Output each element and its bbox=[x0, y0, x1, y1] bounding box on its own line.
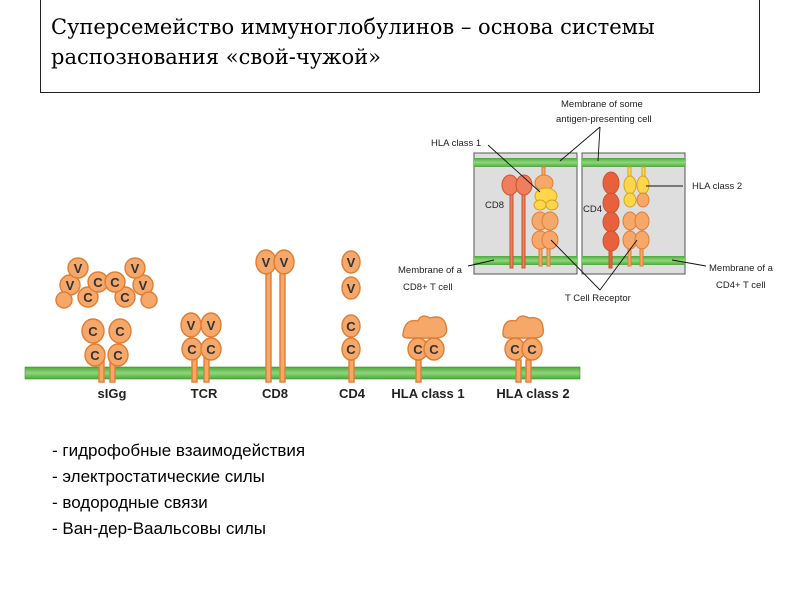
title-line-1: Суперсемейство иммуноглобулинов – основа… bbox=[51, 15, 655, 39]
sigg-c-label: C bbox=[90, 348, 100, 363]
cd8-molecule: V V bbox=[255, 249, 295, 383]
inset-membrane-apc-line1: Membrane of some bbox=[561, 99, 643, 110]
sigg-c-label: C bbox=[120, 290, 130, 305]
force-item: - гидрофобные взаимодействия bbox=[52, 441, 306, 460]
inset-membrane-cd8-line1: Membrane of a bbox=[398, 265, 463, 276]
tcr-label: TCR bbox=[191, 386, 218, 401]
cd4-label: CD4 bbox=[339, 386, 366, 401]
hla1-c-label: C bbox=[413, 342, 423, 357]
sigg-c-label: C bbox=[83, 290, 93, 305]
hla2-c-label: C bbox=[510, 342, 520, 357]
main-membrane bbox=[24, 366, 581, 380]
tcr-v-label: V bbox=[187, 318, 196, 333]
cd8-v-label: V bbox=[280, 255, 289, 270]
cd4-c-label: C bbox=[346, 342, 356, 357]
force-item: - электростатические силы bbox=[52, 467, 265, 486]
force-item: - Ван-дер-Ваальсовы силы bbox=[52, 519, 266, 538]
tcr-c-label: C bbox=[187, 342, 197, 357]
sigg-label: sIGg bbox=[98, 386, 127, 401]
inset-hla-class-2-label: HLA class 2 bbox=[692, 181, 742, 192]
cd4-molecule: C C V V bbox=[341, 250, 361, 383]
cd4-v-label: V bbox=[347, 281, 356, 296]
hla-class-2-molecule: C C bbox=[502, 315, 544, 383]
sigg-c-label: C bbox=[115, 324, 125, 339]
sigg-c-label: C bbox=[93, 275, 103, 290]
cd8-v-label: V bbox=[262, 255, 271, 270]
inset-hla-class-1-label: HLA class 1 bbox=[431, 138, 481, 149]
sigg-molecule: C C C C V C V C V C V C bbox=[55, 257, 158, 383]
title-box: Суперсемейство иммуноглобулинов – основа… bbox=[40, 0, 760, 93]
sigg-v-label: V bbox=[139, 278, 148, 293]
hla-class-1-label: HLA class 1 bbox=[391, 386, 464, 401]
sigg-v-label: V bbox=[66, 278, 75, 293]
sigg-c-label: C bbox=[113, 348, 123, 363]
title-line-2: распознования «свой-чужой» bbox=[51, 45, 381, 69]
inset-membrane-apc-line2: antigen-presenting cell bbox=[556, 114, 652, 125]
inset-diagram: Membrane of some antigen-presenting cell… bbox=[398, 99, 774, 304]
binding-forces-list: - гидрофобные взаимодействия - электрост… bbox=[52, 438, 305, 542]
inset-membrane-cd8-line2: CD8+ T cell bbox=[403, 282, 453, 293]
cd4-v-label: V bbox=[347, 255, 356, 270]
hla2-c-label: C bbox=[527, 342, 537, 357]
inset-tcell-receptor-label: T Cell Receptor bbox=[565, 293, 631, 304]
sigg-v-label: V bbox=[131, 261, 140, 276]
inset-cd8-label: CD8 bbox=[485, 200, 504, 211]
sigg-c-label: C bbox=[110, 275, 120, 290]
tcr-c-label: C bbox=[206, 342, 216, 357]
hla1-c-label: C bbox=[429, 342, 439, 357]
cd8-label: CD8 bbox=[262, 386, 288, 401]
inset-membrane-cd4-line2: CD4+ T cell bbox=[716, 280, 766, 291]
sigg-v-label: V bbox=[74, 261, 83, 276]
tcr-v-label: V bbox=[207, 318, 216, 333]
sigg-c-label: C bbox=[88, 324, 98, 339]
hla-class-2-label: HLA class 2 bbox=[496, 386, 569, 401]
inset-cd4-label: CD4 bbox=[583, 204, 602, 215]
force-item: - водородные связи bbox=[52, 493, 208, 512]
cd4-c-label: C bbox=[346, 319, 356, 334]
hla-class-1-molecule: C C bbox=[402, 315, 448, 383]
tcr-molecule: C C V V bbox=[180, 312, 222, 383]
inset-membrane-cd4-line1: Membrane of a bbox=[709, 263, 774, 274]
